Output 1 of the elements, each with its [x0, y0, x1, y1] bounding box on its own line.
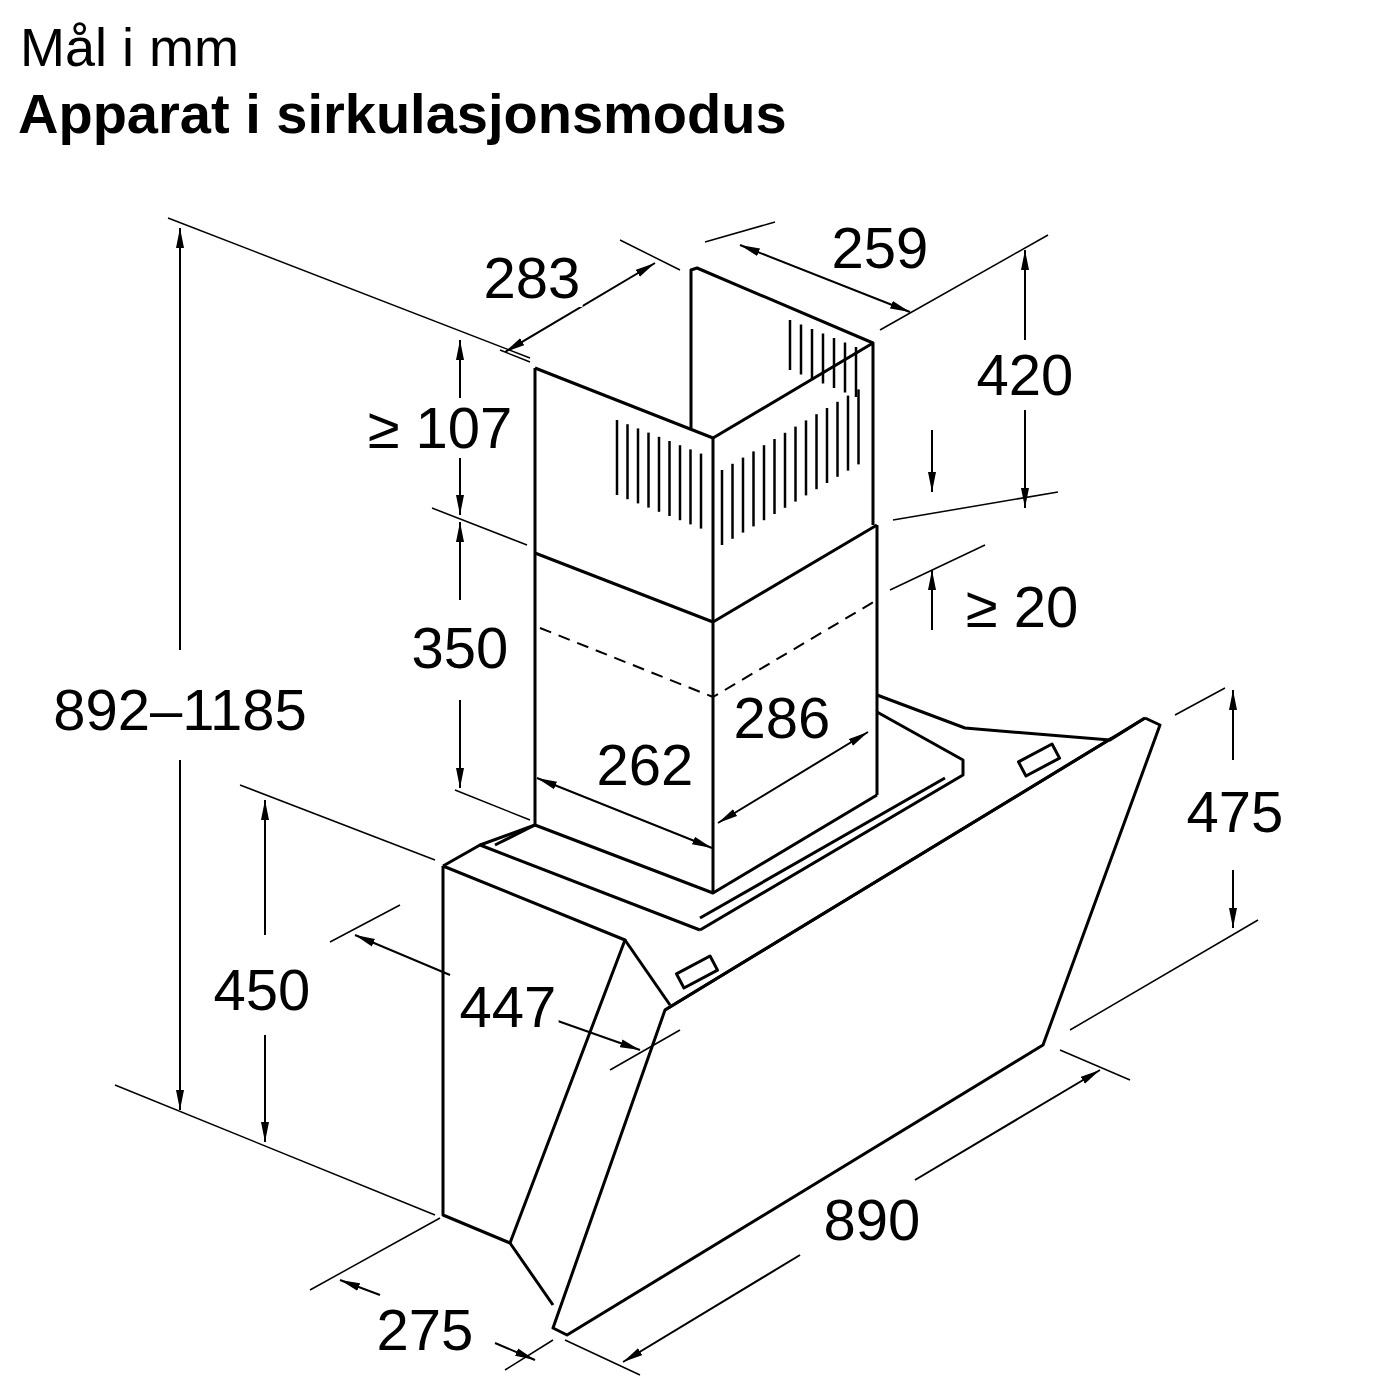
units-note: Mål i mm [20, 20, 239, 74]
